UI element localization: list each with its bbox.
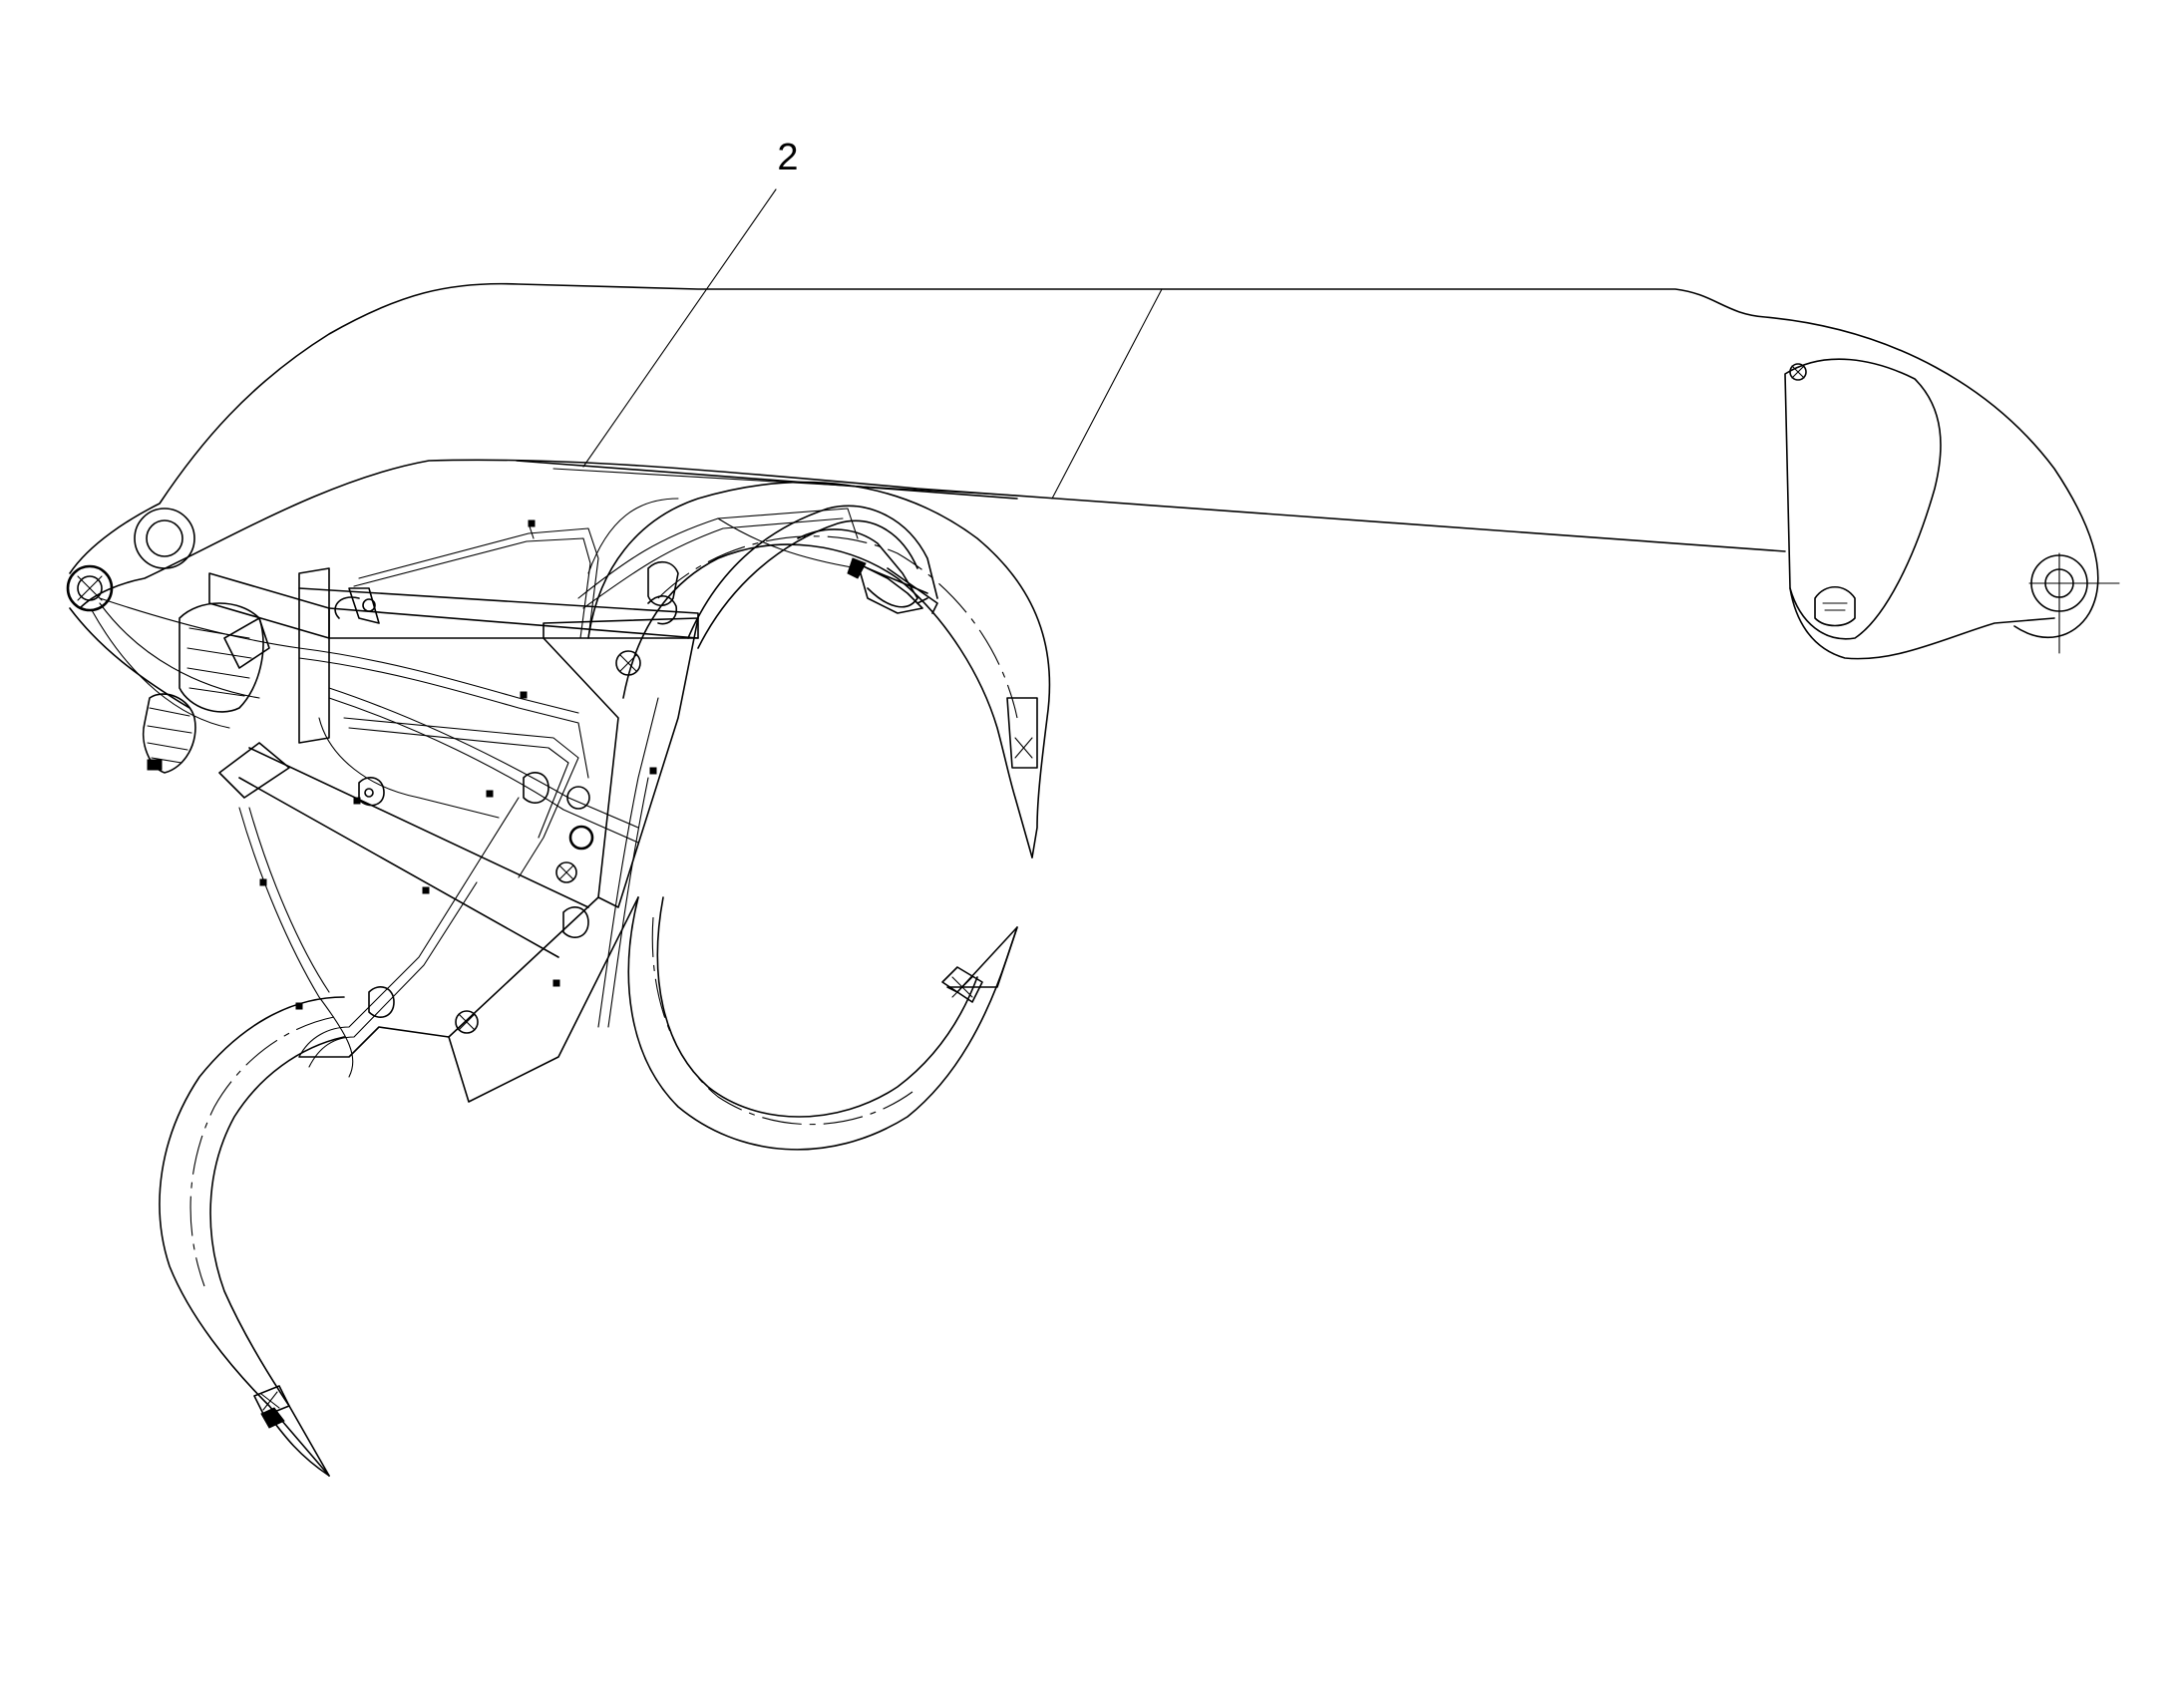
- callout-label: 2: [777, 137, 798, 178]
- boom-arm: [66, 282, 2120, 709]
- middle-tine: [687, 505, 938, 649]
- callout-2: 2: [582, 137, 1163, 500]
- left-tine: [159, 996, 345, 1477]
- hydraulic-lines: [238, 498, 859, 1078]
- rotator-head: [91, 572, 330, 774]
- upper-tine: [587, 481, 1051, 858]
- grapple-frame: [218, 567, 699, 1103]
- leader-line: [582, 188, 777, 468]
- lower-tine: [627, 896, 1018, 1151]
- leader-line-secondary: [1051, 288, 1163, 500]
